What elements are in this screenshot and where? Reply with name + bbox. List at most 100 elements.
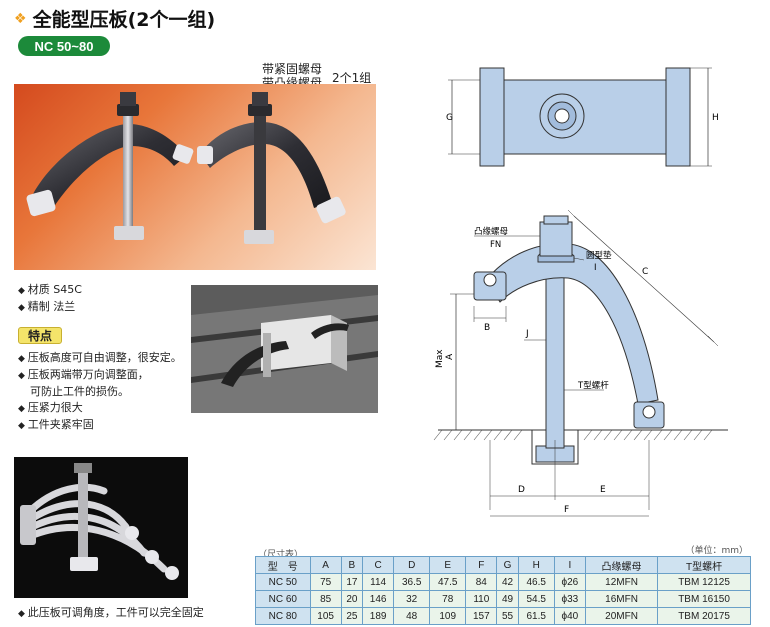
table-cell: 157 xyxy=(465,607,498,625)
header-D: D xyxy=(393,556,431,574)
top-view-left-end xyxy=(479,67,505,167)
table-cell: 114 xyxy=(362,573,395,591)
header-I: I xyxy=(553,556,586,574)
label-D: D xyxy=(518,485,525,495)
header-flange-nut: 凸缘螺母 xyxy=(584,556,659,574)
header-A: A xyxy=(309,556,342,574)
clamp-illustration xyxy=(26,92,346,244)
top-view-body xyxy=(479,79,691,155)
table-header-row: 型 号 A B C D E F G H I 凸缘螺母 T型螺杆 xyxy=(255,556,751,574)
spec-finish: 精制 法兰 xyxy=(18,299,82,316)
table-row: NC 80 105 25 189 48 109 157 55 61.5 ϕ40 … xyxy=(255,607,751,625)
unit-caption: （单位：mm） xyxy=(685,546,748,556)
label-A: A xyxy=(445,353,455,360)
label-t-bolt: T型螺杆 xyxy=(577,380,609,391)
page-title: 全能型压板(2个一组) xyxy=(32,8,216,31)
table-cell: 49 xyxy=(496,590,519,608)
table-cell: 110 xyxy=(465,590,498,608)
dimension-table: 型 号 A B C D E F G H I 凸缘螺母 T型螺杆 NC 50 75… xyxy=(255,556,751,625)
cell-model: NC 60 xyxy=(255,590,311,608)
table-cell: 146 xyxy=(362,590,395,608)
table-cell: 78 xyxy=(429,590,467,608)
table-cell: 32 xyxy=(393,590,431,608)
table-cell: 85 xyxy=(309,590,342,608)
table-cell: 42 xyxy=(496,573,519,591)
top-view-bolt-hole xyxy=(554,108,570,124)
flange-nut xyxy=(539,221,573,257)
feature-item-continued: 可防止工件的损伤。 xyxy=(30,385,129,398)
table-cell: 84 xyxy=(465,573,498,591)
table-cell: 20 xyxy=(340,590,364,608)
table-cell: 55 xyxy=(496,607,519,625)
feature-item: 压紧力很大 xyxy=(18,400,182,417)
feature-item: 工件夹紧牢固 xyxy=(18,417,182,434)
table-cell: ϕ33 xyxy=(553,590,586,608)
machine-table-illustration xyxy=(191,295,378,413)
table-row: NC 50 75 17 114 36.5 47.5 84 42 46.5 ϕ26… xyxy=(255,573,751,591)
t-bolt-shaft xyxy=(545,249,565,449)
table-cell: 25 xyxy=(340,607,364,625)
table-cell: 48 xyxy=(393,607,431,625)
feature-item: 压板两端带万向调整面， xyxy=(18,367,182,384)
feature-list: 压板高度可自由调整，很安定。 压板两端带万向调整面， 可防止工件的损伤。 压紧力… xyxy=(18,350,182,434)
label-FN: FN xyxy=(490,240,501,250)
table-cell: 189 xyxy=(362,607,395,625)
table-cell: 109 xyxy=(429,607,467,625)
label-H: H xyxy=(712,113,719,123)
table-cell: 16MFN xyxy=(584,590,659,608)
table-cell: 46.5 xyxy=(517,573,555,591)
top-view-diagram: G H xyxy=(446,67,719,167)
spec-list: 材质 S45C 精制 法兰 xyxy=(18,282,82,316)
header-E: E xyxy=(429,556,467,574)
cell-model: NC 80 xyxy=(255,607,311,625)
table-cell: TBM 12125 xyxy=(657,573,751,591)
table-cell: 75 xyxy=(309,573,342,591)
label-F: F xyxy=(564,505,569,515)
label-B: B xyxy=(484,323,490,333)
label-round-pad: 圆型垫 xyxy=(586,250,612,261)
table-cell: 61.5 xyxy=(517,607,555,625)
label-J: J xyxy=(525,329,529,339)
clamp-arm xyxy=(485,243,659,405)
table-cell: TBM 16150 xyxy=(657,590,751,608)
table-cell: 20MFN xyxy=(584,607,659,625)
top-view-right-end xyxy=(665,67,691,167)
title-row: ❖ 全能型压板(2个一组) xyxy=(14,6,216,31)
label-C: C xyxy=(642,267,648,277)
header-B: B xyxy=(340,556,364,574)
header-C: C xyxy=(362,556,395,574)
table-cell: 36.5 xyxy=(393,573,431,591)
header-t-bolt: T型螺杆 xyxy=(657,556,751,574)
table-cell: 12MFN xyxy=(584,573,659,591)
features-badge: 特点 xyxy=(18,327,62,344)
table-cell: ϕ26 xyxy=(553,573,586,591)
product-photo xyxy=(14,84,376,270)
caption-line-1: 带紧固螺母 xyxy=(262,62,323,76)
bottom-note: 此压板可调角度，工件可以完全固定 xyxy=(18,604,204,620)
table-caption: （尺寸表） xyxy=(258,550,304,560)
angle-illustration xyxy=(20,463,179,580)
machine-table-photo xyxy=(191,285,378,413)
table-cell: 17 xyxy=(340,573,364,591)
label-max: Max xyxy=(435,349,445,368)
diamond-bullet-icon: ❖ xyxy=(14,9,27,26)
model-range-badge: NC 50~80 xyxy=(18,36,110,56)
table-cell: 105 xyxy=(309,607,342,625)
table-cell: TBM 20175 xyxy=(657,607,751,625)
header-F: F xyxy=(465,556,498,574)
table-cell: 47.5 xyxy=(429,573,467,591)
cell-model: NC 50 xyxy=(255,573,311,591)
label-E: E xyxy=(600,485,606,495)
label-I: I xyxy=(594,263,597,273)
table-row: NC 60 85 20 146 32 78 110 49 54.5 ϕ33 16… xyxy=(255,590,751,608)
header-model: 型 号 xyxy=(255,556,311,574)
label-G: G xyxy=(446,113,453,123)
feature-item: 压板高度可自由调整，很安定。 xyxy=(18,350,182,367)
table-cell: ϕ40 xyxy=(553,607,586,625)
set-note: 2个1组 xyxy=(332,71,372,85)
table-cell: 54.5 xyxy=(517,590,555,608)
label-flange-nut: 凸缘螺母 xyxy=(474,226,508,237)
adjustable-angle-photo xyxy=(14,457,188,598)
side-view-diagram: 凸缘螺母 FN 圆型垫 I C B J Max A T型螺杆 D E F xyxy=(433,209,728,517)
spec-material: 材质 S45C xyxy=(18,282,82,299)
